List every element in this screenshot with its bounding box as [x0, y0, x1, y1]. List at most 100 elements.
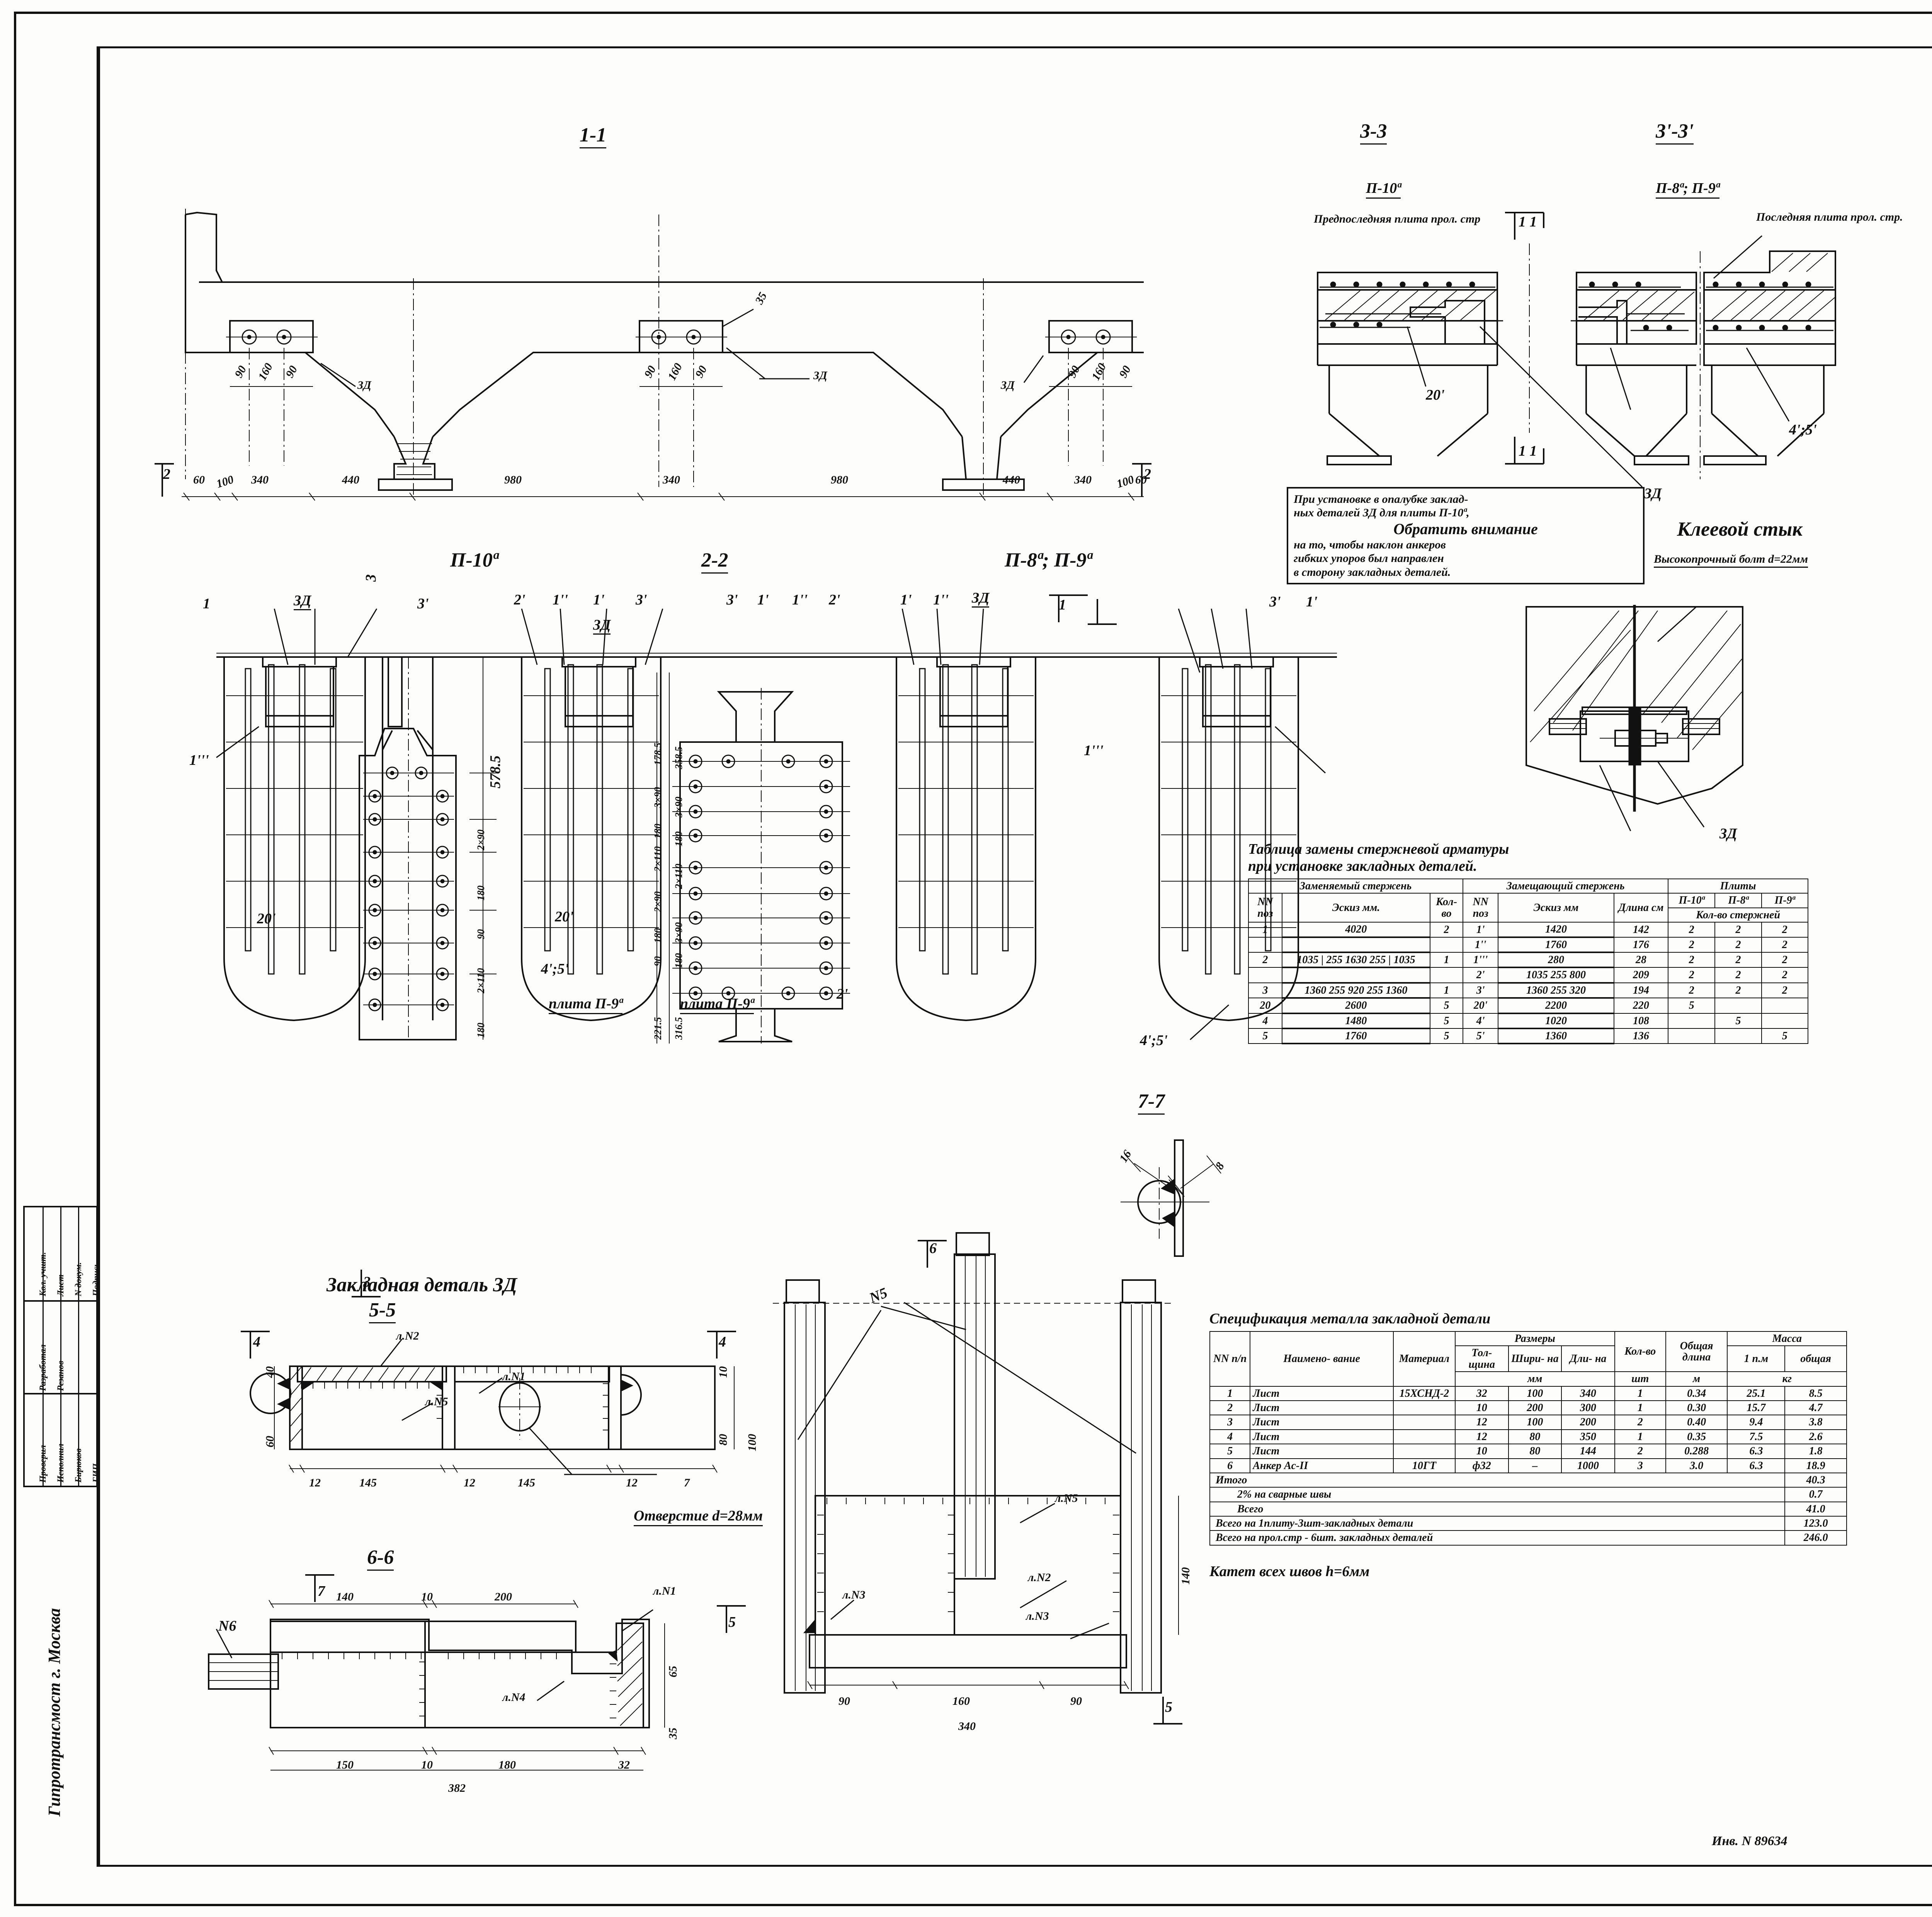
- attn-line6: в сторону закладных деталей.: [1294, 565, 1451, 579]
- sec66-dim-10t: 10: [421, 1590, 433, 1603]
- rebar-cell-nsketch: 2200: [1498, 998, 1614, 1014]
- spec-cell-mpm: 15.7: [1727, 1400, 1786, 1416]
- rebar-table: Заменяемый стержень Замещающий стержень …: [1248, 878, 1809, 1045]
- glue-joint-callout: Высокопрочный болт d=22мм: [1654, 553, 1808, 568]
- view-title-p10a: П-10ª: [450, 549, 498, 571]
- embedded-part-title: Закладная деталь ЗД: [327, 1274, 517, 1296]
- attn-line1: При установке в опалубке заклад-: [1294, 493, 1468, 506]
- rebar-cell-pos: 3: [1248, 982, 1282, 999]
- rebar-cell-nsketch: 1035 255 800: [1498, 967, 1614, 984]
- spec-cell-mpm: 6.3: [1727, 1444, 1786, 1459]
- mark-zd-p8a: ЗД: [972, 589, 990, 608]
- mark-3p-right: 3': [1269, 594, 1281, 610]
- spec-cell-num: 2: [1209, 1400, 1251, 1416]
- sec55-dim-7: 7: [684, 1476, 690, 1489]
- spec-cell-w: 80: [1508, 1429, 1562, 1445]
- subtitle-p10a: П-10ª: [1366, 180, 1401, 199]
- sec66-title: 6-6: [367, 1546, 394, 1571]
- sec66-mark-5: 5: [728, 1614, 736, 1630]
- mark-1ppp-p8a: 1''': [1084, 742, 1104, 759]
- sec66-dim-382: 382: [448, 1782, 466, 1794]
- view-title-1-1: 1-1: [580, 124, 607, 148]
- rebar-cell-nsketch: 1020: [1498, 1013, 1614, 1029]
- rebar-cell-npos: 2': [1462, 967, 1499, 983]
- rev-r1c1: Разработал: [38, 1344, 48, 1391]
- spec-cell-name: Лист: [1250, 1429, 1394, 1445]
- view-section-7-7: 7-7 16 8: [1097, 1090, 1260, 1268]
- spec-summary-label: 2% на сварные швы: [1209, 1487, 1786, 1502]
- sec55-dim-12b: 12: [464, 1476, 475, 1489]
- spec-h-mpm: 1 п.м: [1727, 1345, 1786, 1372]
- spec-cell-num: 6: [1209, 1458, 1251, 1473]
- sec66-dim-150: 150: [336, 1759, 354, 1771]
- rebar-cell-p8: 5: [1714, 1013, 1762, 1029]
- spec-cell-material: [1393, 1444, 1456, 1459]
- rebar-cell-p10: 2: [1668, 982, 1716, 999]
- rebar-cell-pos: 5: [1248, 1028, 1282, 1044]
- sec55-label-lN1: л.N1: [502, 1370, 526, 1383]
- rebar-cell-pos: [1248, 967, 1282, 983]
- mark-1-1-bottom: 1 1: [1519, 443, 1537, 459]
- mark-3prime-bottom: 2': [837, 986, 848, 1002]
- chain-l-180b: 180: [652, 824, 663, 839]
- rebar-ch-pos: NN поз: [1248, 893, 1282, 923]
- spec-cell-tot: 3.0: [1665, 1458, 1728, 1473]
- rebar-cell-sketch: 4020: [1281, 922, 1431, 938]
- rev-r2c2: Исполнил: [56, 1444, 65, 1483]
- spec-h-length: Дли- на: [1561, 1345, 1615, 1372]
- sec44-label-lN3b: л.N3: [1026, 1610, 1049, 1622]
- sheet-border-outer: [14, 12, 1932, 1906]
- chain-180b: 180: [475, 1023, 486, 1038]
- spec-summary-value: 0.7: [1784, 1487, 1847, 1502]
- mark-1pp-22: 1'': [553, 592, 568, 608]
- rebar-cell-p8: [1714, 998, 1762, 1014]
- rev-r2c3: Бирюков: [73, 1448, 83, 1483]
- spec-h-unit-m: м: [1665, 1371, 1728, 1387]
- chain-r-3x90: 3×90: [673, 922, 684, 943]
- chain-r-3x90b: 3×90: [673, 797, 684, 817]
- rebar-cell-nsketch: 1360: [1498, 1028, 1614, 1045]
- mark-2p2-22: 2': [829, 592, 840, 608]
- spec-cell-mtot: 18.9: [1784, 1458, 1847, 1473]
- rebar-cell-p9: 2: [1761, 967, 1809, 983]
- spec-h-qty: Кол-во: [1614, 1331, 1666, 1372]
- rebar-cell-sketch: 1035 | 255 1630 255 | 1035: [1281, 952, 1431, 969]
- sec55-hole-note: Отверстие d=28мм: [634, 1507, 763, 1526]
- chain-l-2x110: 2×110: [652, 846, 663, 872]
- sec55-label-lN5: л.N5: [425, 1395, 448, 1408]
- sec44-dim-90a: 90: [838, 1695, 850, 1708]
- view-title-3-3: 3-3: [1360, 120, 1387, 145]
- mark-2p-22: 2': [514, 592, 526, 608]
- spec-cell-t: 12: [1454, 1429, 1509, 1445]
- attn-line2: ных деталей ЗД для плиты П-10ª,: [1294, 506, 1469, 519]
- rev-col-3: N докум.: [73, 1262, 83, 1296]
- view-plans-row: П-10ª 2-2 П-8ª; П-9ª: [189, 541, 1337, 1049]
- spec-h-totlen: Общая длина: [1665, 1331, 1728, 1372]
- chain-2x110: 2×110: [475, 968, 486, 993]
- view-glue-joint: Клеевой стык Высокопрочный болт d=22мм: [1526, 518, 1932, 842]
- rebar-cell-qty: 1: [1430, 982, 1463, 999]
- rebar-cell-len: 142: [1613, 922, 1669, 938]
- rebar-cell-p10: 2: [1668, 952, 1716, 968]
- rebar-cell-len: 176: [1613, 936, 1669, 953]
- mark-1-p8a: 1: [1059, 597, 1066, 613]
- rebar-replacement-table: Таблица замены стержневой арматуры при у…: [1248, 841, 1835, 1045]
- mark-3p-22: 3': [636, 592, 647, 608]
- rebar-cell-sketch: [1281, 936, 1431, 953]
- spec-cell-mpm: 25.1: [1727, 1386, 1786, 1401]
- spec-cell-material: 10ГТ: [1393, 1458, 1456, 1473]
- spec-cell-qty: 2: [1614, 1444, 1666, 1459]
- dim-b-440r: 440: [1003, 473, 1020, 486]
- rebar-cell-p9: [1761, 998, 1809, 1014]
- mark-1p-right: 1': [1306, 594, 1318, 610]
- spec-h-num: NN п/п: [1209, 1331, 1251, 1387]
- spec-cell-w: 80: [1508, 1444, 1562, 1459]
- dim-b-980r: 980: [831, 473, 848, 486]
